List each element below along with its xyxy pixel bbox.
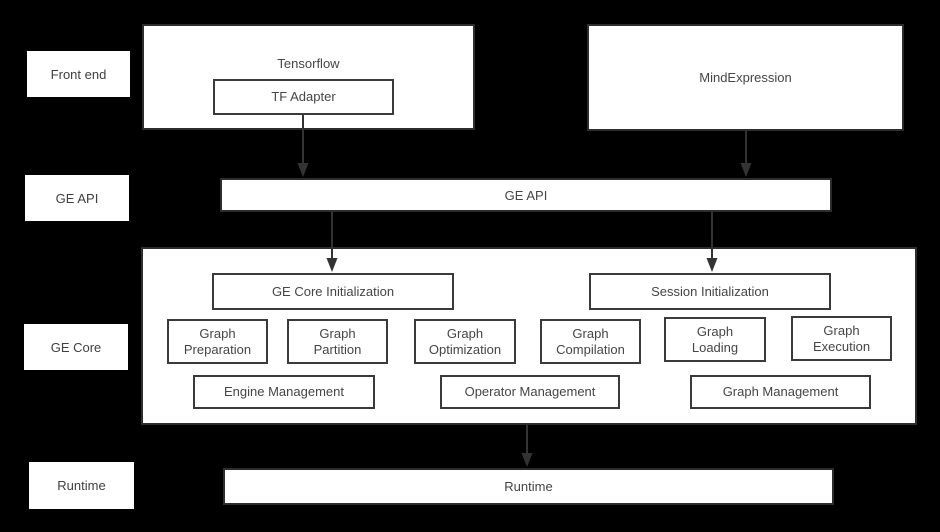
box-graph-loading-label: Graph Loading	[691, 323, 739, 355]
arrowhead-gecore-to-runtime	[521, 453, 533, 467]
box-operator-management: Operator Management	[440, 375, 620, 409]
row-label-runtime: Runtime	[29, 462, 134, 509]
tf-adapter-box: TF Adapter	[213, 79, 394, 115]
box-graph-management: Graph Management	[690, 375, 871, 409]
mindexpression-box: MindExpression	[587, 24, 904, 131]
box-session-initialization: Session Initialization	[589, 273, 831, 310]
tensorflow-title: Tensorflow	[277, 56, 340, 71]
box-graph-optimization-label: Graph Optimization	[428, 325, 502, 357]
arrowhead-tf-to-geapi	[297, 163, 309, 177]
row-label-ge-api: GE API	[25, 175, 129, 221]
ge-api-bar: GE API	[220, 178, 832, 212]
box-graph-preparation-label: Graph Preparation	[183, 325, 252, 357]
box-graph-compilation: Graph Compilation	[540, 319, 641, 364]
tensorflow-box: Tensorflow TF Adapter	[142, 24, 475, 130]
row-label-ge-core: GE Core	[24, 324, 128, 370]
arrowhead-me-to-geapi	[740, 163, 752, 177]
box-graph-loading: Graph Loading	[664, 317, 766, 362]
box-engine-management: Engine Management	[193, 375, 375, 409]
box-ge-core-initialization: GE Core Initialization	[212, 273, 454, 310]
box-graph-preparation: Graph Preparation	[167, 319, 268, 364]
row-label-front-end: Front end	[27, 51, 130, 97]
box-graph-execution: Graph Execution	[791, 316, 892, 361]
box-graph-execution-label: Graph Execution	[812, 322, 871, 354]
box-graph-compilation-label: Graph Compilation	[556, 325, 625, 357]
ge-core-container: GE Core Initialization Session Initializ…	[141, 247, 917, 425]
runtime-bar: Runtime	[223, 468, 834, 505]
box-graph-partition: Graph Partition	[287, 319, 388, 364]
box-graph-partition-label: Graph Partition	[313, 325, 362, 357]
box-graph-optimization: Graph Optimization	[414, 319, 516, 364]
